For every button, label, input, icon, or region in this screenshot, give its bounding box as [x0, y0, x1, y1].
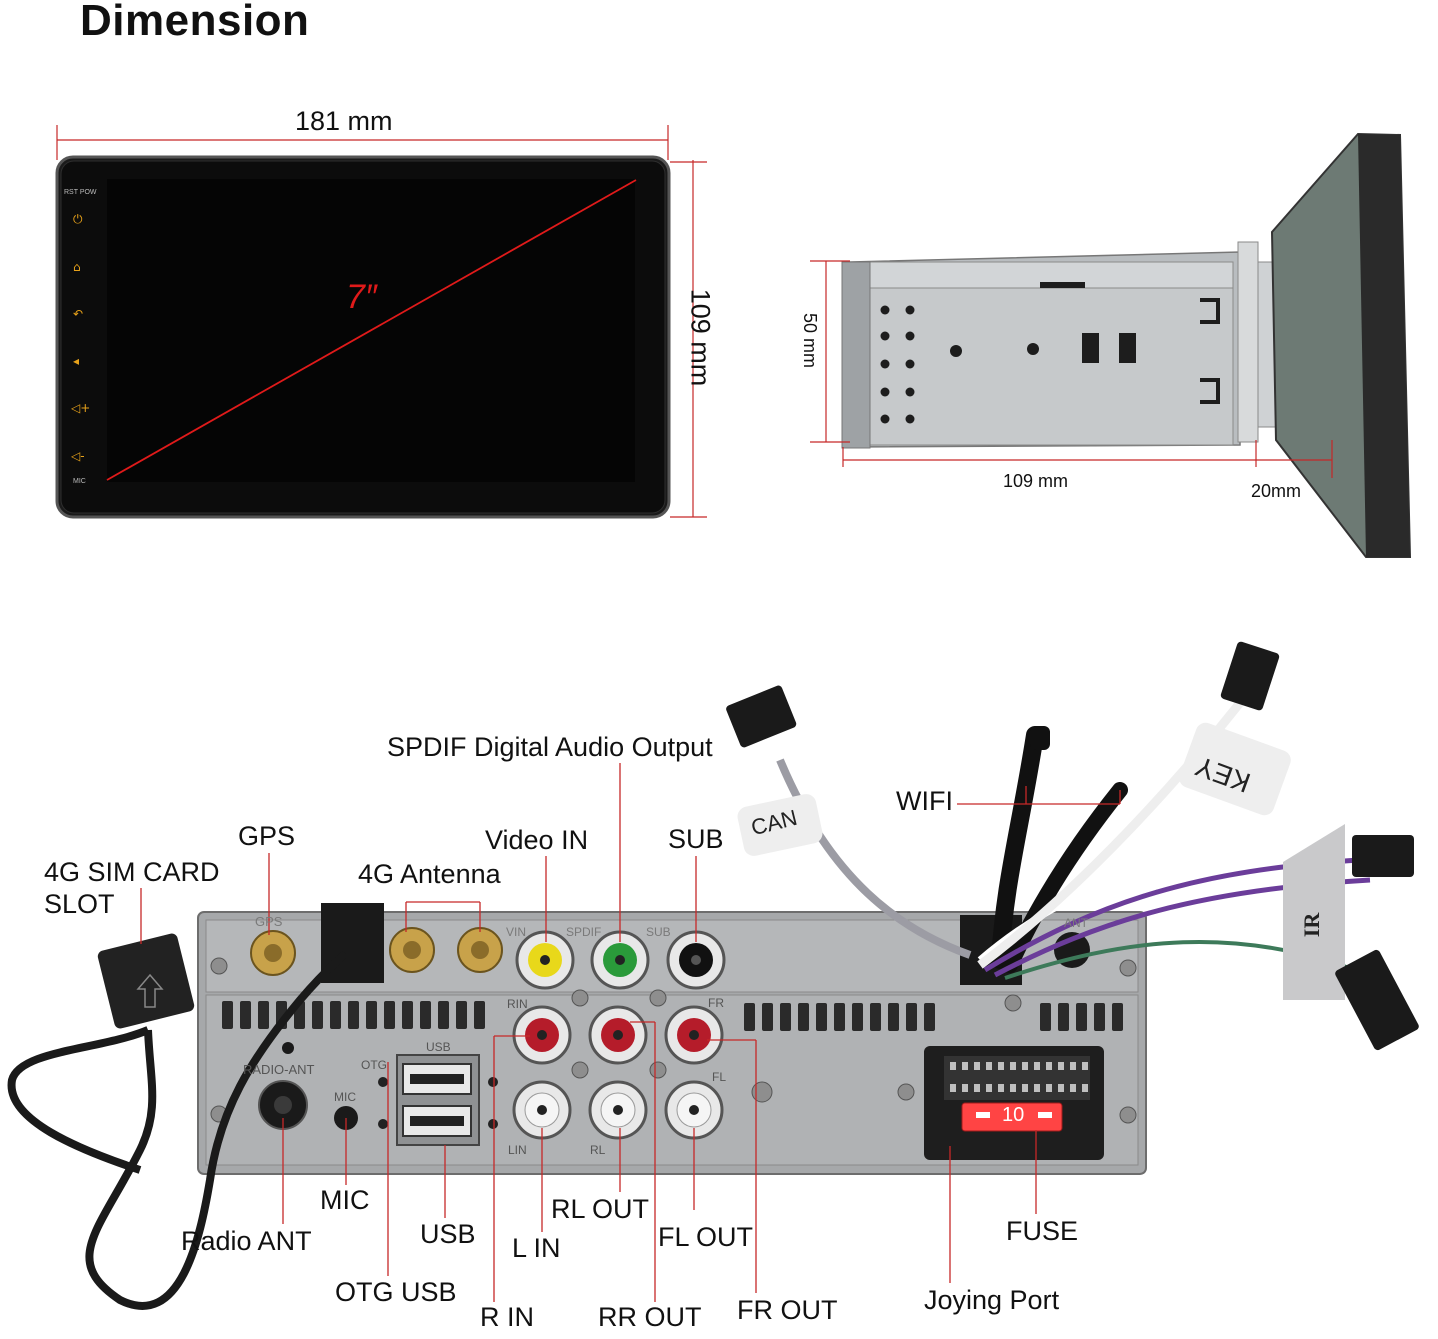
callout-wifi: WIFI [896, 786, 953, 816]
callout-r-in: R IN [480, 1302, 534, 1332]
volume-down-icon[interactable]: ◁- [71, 449, 85, 463]
front-width-label: 181 mm [295, 106, 393, 136]
back-icon[interactable]: ↶ [73, 307, 84, 321]
callout-rl-out: RL OUT [551, 1194, 650, 1224]
callout-fuse: FUSE [1006, 1216, 1079, 1246]
callout-sim-line2: SLOT [44, 889, 115, 919]
callout-fl-out: FL OUT [658, 1222, 754, 1252]
panel-text-ant: ANT [1064, 916, 1088, 930]
panel-bottom-text: MIC [73, 478, 86, 485]
page-title: Dimension [80, 0, 310, 45]
panel-text-mic: MIC [334, 1090, 356, 1104]
callout-spdif: SPDIF Digital Audio Output [387, 732, 713, 762]
callout-4g-antenna: 4G Antenna [358, 859, 501, 889]
panel-text-fl: FL [712, 1070, 727, 1084]
panel-text-sub: SUB [646, 925, 671, 939]
power-icon[interactable]: ⏻ [73, 212, 83, 226]
volume-up-icon[interactable]: ◁+ [71, 401, 91, 415]
callout-otg-usb: OTG USB [335, 1277, 457, 1307]
diagonal-label: 7″ [346, 278, 377, 316]
diagonal-line [106, 179, 637, 481]
panel-text-otg: OTG [361, 1058, 387, 1072]
callout-sim-line1: 4G SIM CARD [44, 857, 220, 887]
callout-video-in: Video IN [485, 825, 589, 855]
callout-joying-port: Joying Port [924, 1285, 1060, 1315]
callout-mic: MIC [320, 1185, 370, 1215]
callout-radio-ant: Radio ANT [181, 1226, 312, 1256]
callout-usb: USB [420, 1219, 476, 1249]
panel-top-text: RST POW [64, 189, 97, 196]
callout-sub: SUB [668, 824, 724, 854]
callout-l-in: L IN [512, 1233, 561, 1263]
panel-text-rin: RIN [507, 997, 528, 1011]
panel-text-gps: GPS [255, 914, 283, 929]
side-depth-label: 109 mm [1003, 471, 1069, 491]
panel-text-radio-ant: RADIO-ANT [243, 1062, 315, 1077]
side-bezel-label: 20mm [1251, 481, 1302, 501]
fuse-value: 10 [1002, 1104, 1025, 1126]
panel-text-usb: USB [426, 1040, 451, 1054]
panel-text-vin: VIN [506, 925, 527, 939]
callout-fr-out: FR OUT [737, 1295, 838, 1325]
callout-gps: GPS [238, 821, 296, 851]
home-icon[interactable]: ⌂ [73, 260, 81, 274]
panel-text-spdif: SPDIF [566, 925, 602, 939]
ir-tag: IR [1299, 912, 1325, 938]
panel-text-rl: RL [590, 1143, 606, 1157]
panel-text-fr: FR [708, 996, 724, 1010]
callout-rr-out: RR OUT [598, 1302, 702, 1332]
panel-text-lin: LIN [508, 1143, 527, 1157]
nav-icon[interactable]: ◂ [73, 354, 80, 368]
